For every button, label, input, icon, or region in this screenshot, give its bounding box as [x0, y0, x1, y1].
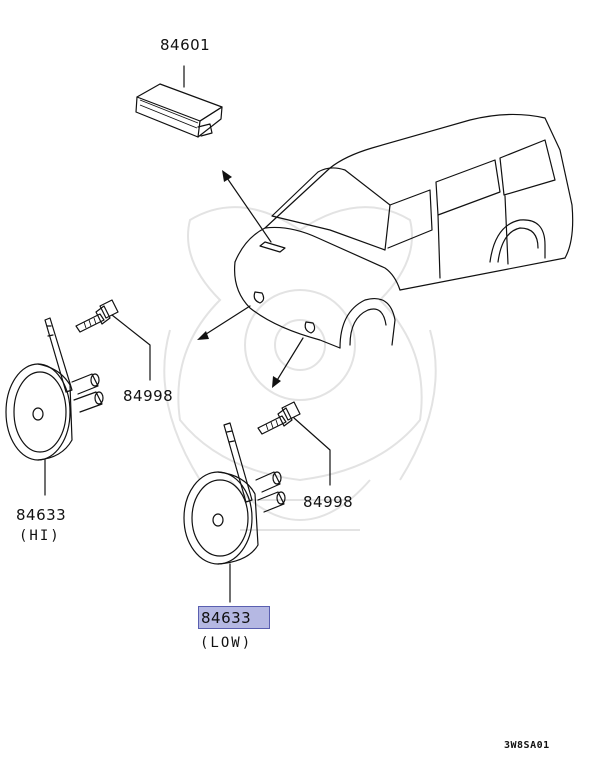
- part-label-84998-upper: 84998: [123, 387, 174, 405]
- bolt-lower: [257, 401, 331, 486]
- part-variant-low: (LOW): [200, 635, 253, 651]
- part-label-84998-lower: 84998: [303, 493, 354, 511]
- drawing-code: 3W8SA01: [504, 740, 550, 751]
- part-label-84633-hi: 84633: [16, 506, 67, 524]
- part-label-84633-low: 84633: [201, 609, 252, 627]
- bolt-upper: [75, 299, 151, 381]
- horn-low: [183, 422, 286, 603]
- arrow-to-relay: [222, 170, 272, 243]
- arrow-to-hi-horn: [197, 305, 251, 340]
- arrow-to-low-horn: [272, 337, 304, 388]
- part-label-84601: 84601: [160, 36, 211, 54]
- watermark-emblem: [163, 206, 437, 531]
- vehicle-outline: [233, 113, 574, 349]
- part-highlight: [198, 606, 270, 629]
- part-variant-hi: (HI): [19, 528, 61, 544]
- horn-hi: [5, 317, 104, 496]
- horn-relay-unit: [135, 65, 223, 138]
